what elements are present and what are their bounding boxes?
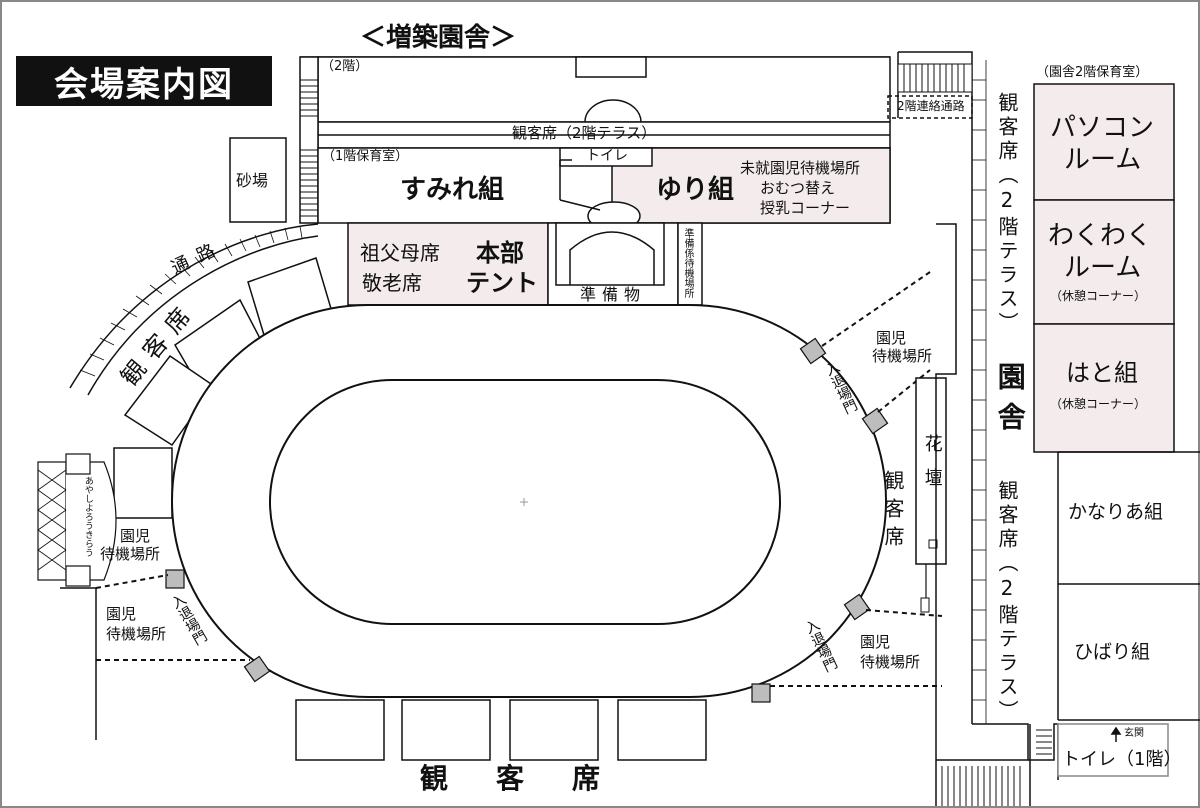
grandparents-line1: 祖父母席: [360, 241, 440, 265]
flowerbed-box: [915, 377, 947, 565]
passage-hatch: [79, 225, 303, 377]
room-kanaria-label: かなりあ組: [1068, 501, 1164, 523]
grandparents-line2: 敬老席: [362, 271, 422, 295]
sandbox-label: 砂場: [236, 171, 269, 190]
waiting-area-line3: 授乳コーナー: [760, 199, 851, 217]
kids-waiting-left-lower-1: 園児: [106, 605, 137, 623]
main-terrace-stands-upper: 観客席（2階テラス）: [995, 92, 1019, 336]
main-terrace-stands-lower: 観客席（2階テラス）: [995, 480, 1019, 724]
kids-waiting-right-upper-1: 園児: [876, 329, 907, 347]
annex-toilet-label: トイレ: [586, 148, 628, 164]
dashed-guides: [95, 271, 943, 687]
hq-line2: テント: [466, 269, 538, 297]
annex-title: ＜増築園舎＞: [360, 23, 517, 53]
room-wakuwaku-line1: わくわく: [1048, 221, 1153, 251]
kids-waiting-right-upper-2: 待機場所: [872, 347, 933, 365]
room-hato-line1: はと組: [1066, 359, 1138, 387]
terrace-railing: [971, 60, 987, 724]
waiting-area-line2: おむつ替え: [760, 179, 836, 197]
main-building: [1033, 83, 1200, 777]
arch-label: あやしよろうきらう: [82, 476, 93, 557]
sandbox-area: [229, 137, 287, 223]
room-hibari-label: ひばり組: [1074, 641, 1151, 663]
kids-waiting-left-lower-2: 待機場所: [106, 625, 167, 643]
staff-waiting-label: 準備係待機場所: [682, 228, 693, 298]
entrance-arrow-icon: [1110, 726, 1122, 742]
main-building-name: 園舎: [993, 362, 1027, 442]
arch-lattice: [37, 469, 67, 571]
annex-floor1-label: （1階保育室）: [322, 149, 409, 164]
passage-path: [69, 223, 319, 396]
room-hato-note: （休憩コーナー）: [1050, 397, 1147, 411]
props-label: 準備物: [580, 285, 647, 304]
arch-gate: [37, 453, 117, 587]
room-pc-line2: ルーム: [1064, 145, 1142, 175]
hq-line1: 本部: [476, 239, 524, 267]
room-wakuwaku-line2: ルーム: [1064, 253, 1142, 283]
annex-floor2-label: （2階）: [321, 59, 369, 74]
waiting-area-line1: 未就園児待機場所: [740, 159, 861, 177]
room-pc-line1: パソコン: [1050, 113, 1155, 143]
bottom-stands-label: 観 客 席: [420, 762, 611, 795]
main-building-header: （園舎2階保育室）: [1036, 65, 1149, 80]
gate-markers: [165, 337, 889, 703]
yuri-class-label: ゆり組: [656, 175, 735, 205]
flowerbed-label: 花壇: [921, 434, 943, 502]
connector-label: 2階連絡通路: [897, 99, 965, 113]
kids-waiting-left-upper-1: 園児: [120, 527, 151, 545]
annex-stairs: [300, 79, 318, 217]
kids-waiting-left-upper-2: 待機場所: [100, 545, 161, 563]
kids-waiting-right-lower-2: 待機場所: [860, 653, 921, 671]
annex-terrace-label: 観客席（2階テラス）: [512, 124, 657, 142]
annex-building: [299, 56, 891, 306]
entrance-label: 玄関: [1124, 728, 1144, 739]
bottom-right-stairs: [941, 729, 1052, 806]
track: [171, 304, 887, 698]
left-wall-line: [60, 587, 97, 740]
connector-stairs: [897, 63, 973, 93]
right-stands-label: 観客席: [881, 470, 905, 554]
room-wakuwaku-note: （休憩コーナー）: [1050, 289, 1147, 303]
bottom-stand-boxes: [295, 699, 707, 761]
map-title: 会場案内図: [16, 56, 272, 106]
left-stand-boxes: [113, 257, 333, 519]
toilet-1f-label: トイレ（1階）: [1062, 749, 1182, 770]
kids-waiting-right-lower-1: 園児: [860, 633, 891, 651]
sumire-class-label: すみれ組: [400, 175, 505, 205]
